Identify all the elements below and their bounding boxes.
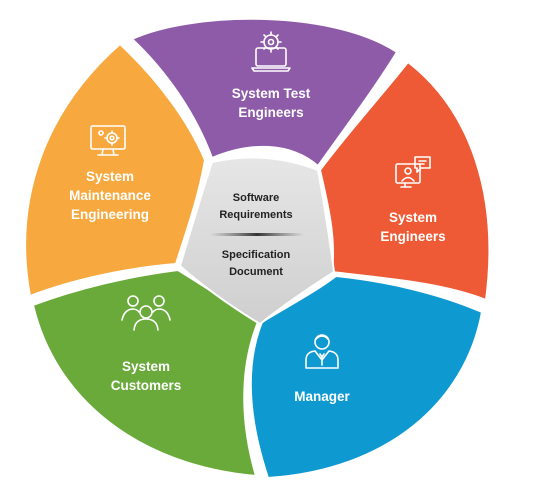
user-group-icon	[121, 295, 171, 331]
center-label-line2: Requirements	[219, 209, 292, 221]
monitor-gear-icon	[90, 125, 126, 156]
center-label-line4: Document	[229, 266, 283, 278]
manager-person-icon	[305, 334, 339, 369]
segment-system-test-engineers	[130, 17, 399, 168]
manager-label: Manager	[294, 389, 350, 404]
segment-system-maintenance-engineering	[24, 42, 207, 298]
segment-manager	[249, 274, 484, 480]
video-call-chat-icon	[395, 156, 431, 188]
customers-label-line2: Customers	[111, 378, 182, 393]
maintenance-label-line3: Engineering	[71, 207, 149, 222]
test-label-line2: Engineers	[238, 105, 303, 120]
segment-system-customers	[31, 268, 260, 478]
center-label-line3: Specification	[222, 249, 291, 261]
customers-label-line1: System	[122, 359, 170, 374]
test-label-line1: System Test	[232, 86, 311, 101]
maintenance-label-line1: System	[86, 169, 134, 184]
maintenance-label-line2: Maintenance	[69, 188, 151, 203]
segment-system-engineers	[318, 60, 491, 302]
engineers-label-line1: System	[389, 210, 437, 225]
center-label-line1: Software	[233, 192, 279, 204]
engineers-label-line2: Engineers	[380, 229, 445, 244]
center-document-shape	[178, 156, 336, 326]
center-divider	[210, 233, 304, 236]
gear-laptop-icon	[251, 31, 291, 72]
